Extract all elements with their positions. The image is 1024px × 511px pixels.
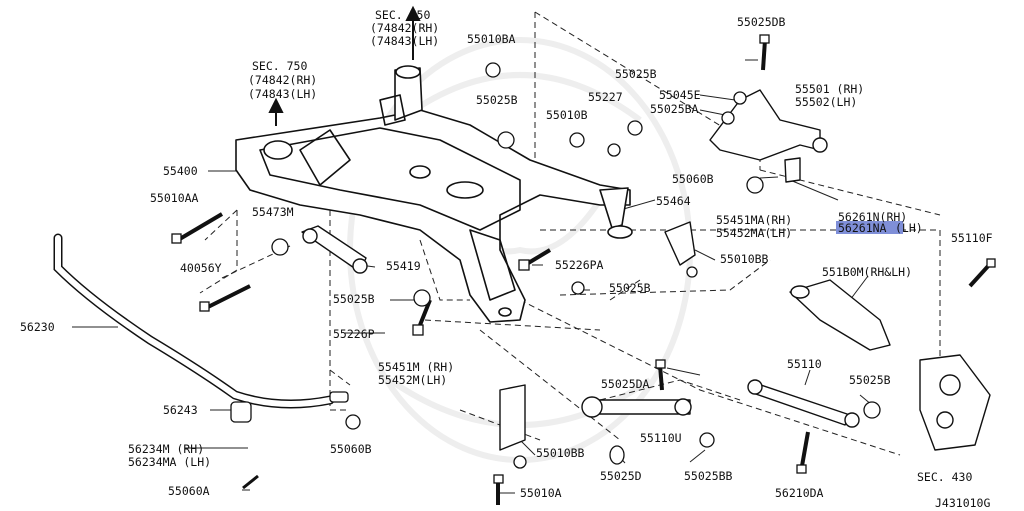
label-55060B-bot: 55060B bbox=[330, 442, 372, 456]
label-55452MA: 55452MA(LH) bbox=[716, 226, 792, 240]
nuts-and-washers bbox=[271, 62, 881, 469]
label-55451MA: 55451MA(RH) bbox=[716, 213, 792, 227]
label-55227: 55227 bbox=[588, 90, 623, 104]
diagram-code: J431010G bbox=[935, 496, 990, 510]
label-40056Y: 40056Y bbox=[180, 261, 222, 275]
label-55110F: 55110F bbox=[951, 231, 993, 245]
label-56210DA: 56210DA bbox=[775, 486, 824, 500]
label-sec750-top-1: SEC. 750 bbox=[375, 8, 430, 22]
label-56261NA-side: (LH) bbox=[895, 221, 923, 235]
label-55025B-a: 55025B bbox=[615, 67, 657, 81]
label-sec750-left-3: (74843(LH) bbox=[248, 87, 317, 101]
label-55464: 55464 bbox=[656, 194, 691, 208]
stabilizer-bar-56230 bbox=[53, 233, 335, 409]
label-55025D: 55025D bbox=[600, 469, 642, 483]
stabilizer-link bbox=[230, 391, 349, 423]
label-55010BB-a: 55010BB bbox=[720, 252, 769, 266]
label-sec750-top-3: (74843(LH) bbox=[370, 34, 439, 48]
control-arms bbox=[301, 89, 991, 451]
label-56261NA: 56261NA bbox=[838, 221, 887, 235]
label-56234M: 56234M (RH) bbox=[128, 442, 204, 456]
label-55010BA: 55010BA bbox=[467, 32, 516, 46]
part-labels: SEC. 750 (74842(RH) (74843(LH) SEC. 750 … bbox=[20, 8, 993, 510]
label-55025B-e: 55025B bbox=[849, 373, 891, 387]
label-55110U: 55110U bbox=[640, 431, 682, 445]
label-55010BB-b: 55010BB bbox=[536, 446, 585, 460]
label-55010A: 55010A bbox=[520, 486, 562, 500]
label-56234MA: 56234MA (LH) bbox=[128, 455, 211, 469]
label-55452M: 55452M(LH) bbox=[378, 373, 447, 387]
label-55110: 55110 bbox=[787, 357, 822, 371]
part-highlight bbox=[836, 221, 903, 234]
label-56230: 56230 bbox=[20, 320, 55, 334]
label-55045E: 55045E bbox=[659, 88, 701, 102]
label-551B0M: 551B0M(RH&LH) bbox=[822, 265, 912, 279]
sec750-arrows bbox=[268, 5, 421, 126]
label-55226PA: 55226PA bbox=[555, 258, 604, 272]
label-55025BB: 55025BB bbox=[684, 469, 733, 483]
label-55010B: 55010B bbox=[546, 108, 588, 122]
bolts bbox=[171, 34, 996, 505]
label-55060A: 55060A bbox=[168, 484, 210, 498]
label-55451M: 55451M (RH) bbox=[378, 360, 454, 374]
label-55501: 55501 (RH) bbox=[795, 82, 864, 96]
label-55502: 55502(LH) bbox=[795, 95, 857, 109]
label-55060B-top: 55060B bbox=[672, 172, 714, 186]
label-55025BA: 55025BA bbox=[650, 102, 699, 116]
label-sec750-top-2: (74842(RH) bbox=[370, 21, 439, 35]
label-56261N: 56261N(RH) bbox=[838, 210, 907, 224]
label-55025DB: 55025DB bbox=[737, 15, 786, 29]
label-55226P: 55226P bbox=[333, 327, 375, 341]
label-55419: 55419 bbox=[386, 259, 421, 273]
label-55473M: 55473M bbox=[252, 205, 294, 219]
label-55025B-d: 55025B bbox=[333, 292, 375, 306]
label-55025B-c: 55025B bbox=[609, 281, 651, 295]
label-55025DA: 55025DA bbox=[601, 377, 650, 391]
label-sec750-left-2: (74842(RH) bbox=[248, 73, 317, 87]
label-55400: 55400 bbox=[163, 164, 198, 178]
label-sec430: SEC. 430 bbox=[917, 470, 972, 484]
label-sec750-left-1: SEC. 750 bbox=[252, 59, 307, 73]
label-55010AA: 55010AA bbox=[150, 191, 199, 205]
rear-subframe bbox=[235, 65, 633, 323]
label-56243: 56243 bbox=[163, 403, 198, 417]
label-55025B-b: 55025B bbox=[476, 93, 518, 107]
